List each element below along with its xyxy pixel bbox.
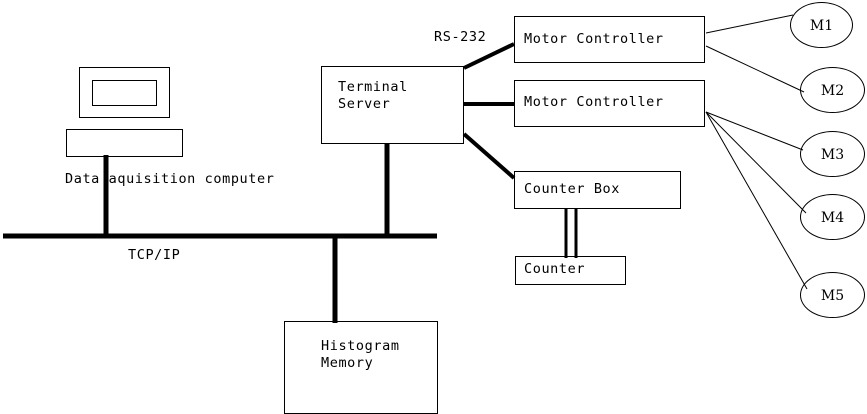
motor-controller-1-box[interactable] <box>514 16 705 63</box>
wire-motor-controller-1-to-m2 <box>705 45 805 93</box>
histogram-memory-label: Histogram Memory <box>321 338 400 371</box>
motor-m1[interactable]: M1 <box>790 2 853 48</box>
counter-box[interactable] <box>514 171 681 209</box>
motor-m3[interactable]: M3 <box>800 131 865 177</box>
motor-m2-label: M2 <box>820 83 845 99</box>
wire-terminal-server-to-counter-box <box>462 132 516 180</box>
data-acquisition-computer-label: Data aquisition computer <box>65 171 275 187</box>
wire-motor-controller-1-to-m1 <box>705 14 794 34</box>
tcpip-bus-label: TCP/IP <box>128 247 181 263</box>
motor-m4[interactable]: M4 <box>800 194 865 240</box>
rs232-label: RS-232 <box>434 29 487 45</box>
motor-m5-label: M5 <box>820 288 845 304</box>
terminal-server-box[interactable] <box>321 66 464 144</box>
motor-controller-2-label: Motor Controller <box>524 94 664 110</box>
motor-m5[interactable]: M5 <box>800 272 865 318</box>
motor-m3-label: M3 <box>820 147 845 163</box>
counter-box-display[interactable] <box>515 256 626 285</box>
motor-m1-label: M1 <box>809 18 834 34</box>
counter-box-label: Counter Box <box>524 181 621 197</box>
motor-controller-1-label: Motor Controller <box>524 31 664 47</box>
wire-motor-controller-2-to-m3 <box>705 111 804 151</box>
motor-controller-2-box[interactable] <box>514 80 705 127</box>
monitor-bezel <box>79 67 170 118</box>
wire-terminal-server-to-motor-controller-1 <box>463 42 515 70</box>
wire-motor-controller-2-to-m5 <box>705 111 808 290</box>
wire-motor-controller-2-to-m4 <box>705 111 807 214</box>
motor-m2[interactable]: M2 <box>800 67 865 113</box>
motor-m4-label: M4 <box>820 210 845 226</box>
computer-base[interactable] <box>66 129 183 157</box>
terminal-server-label: Terminal Server <box>338 79 408 112</box>
counter-label: Counter <box>524 261 586 277</box>
monitor-screen <box>92 80 157 106</box>
